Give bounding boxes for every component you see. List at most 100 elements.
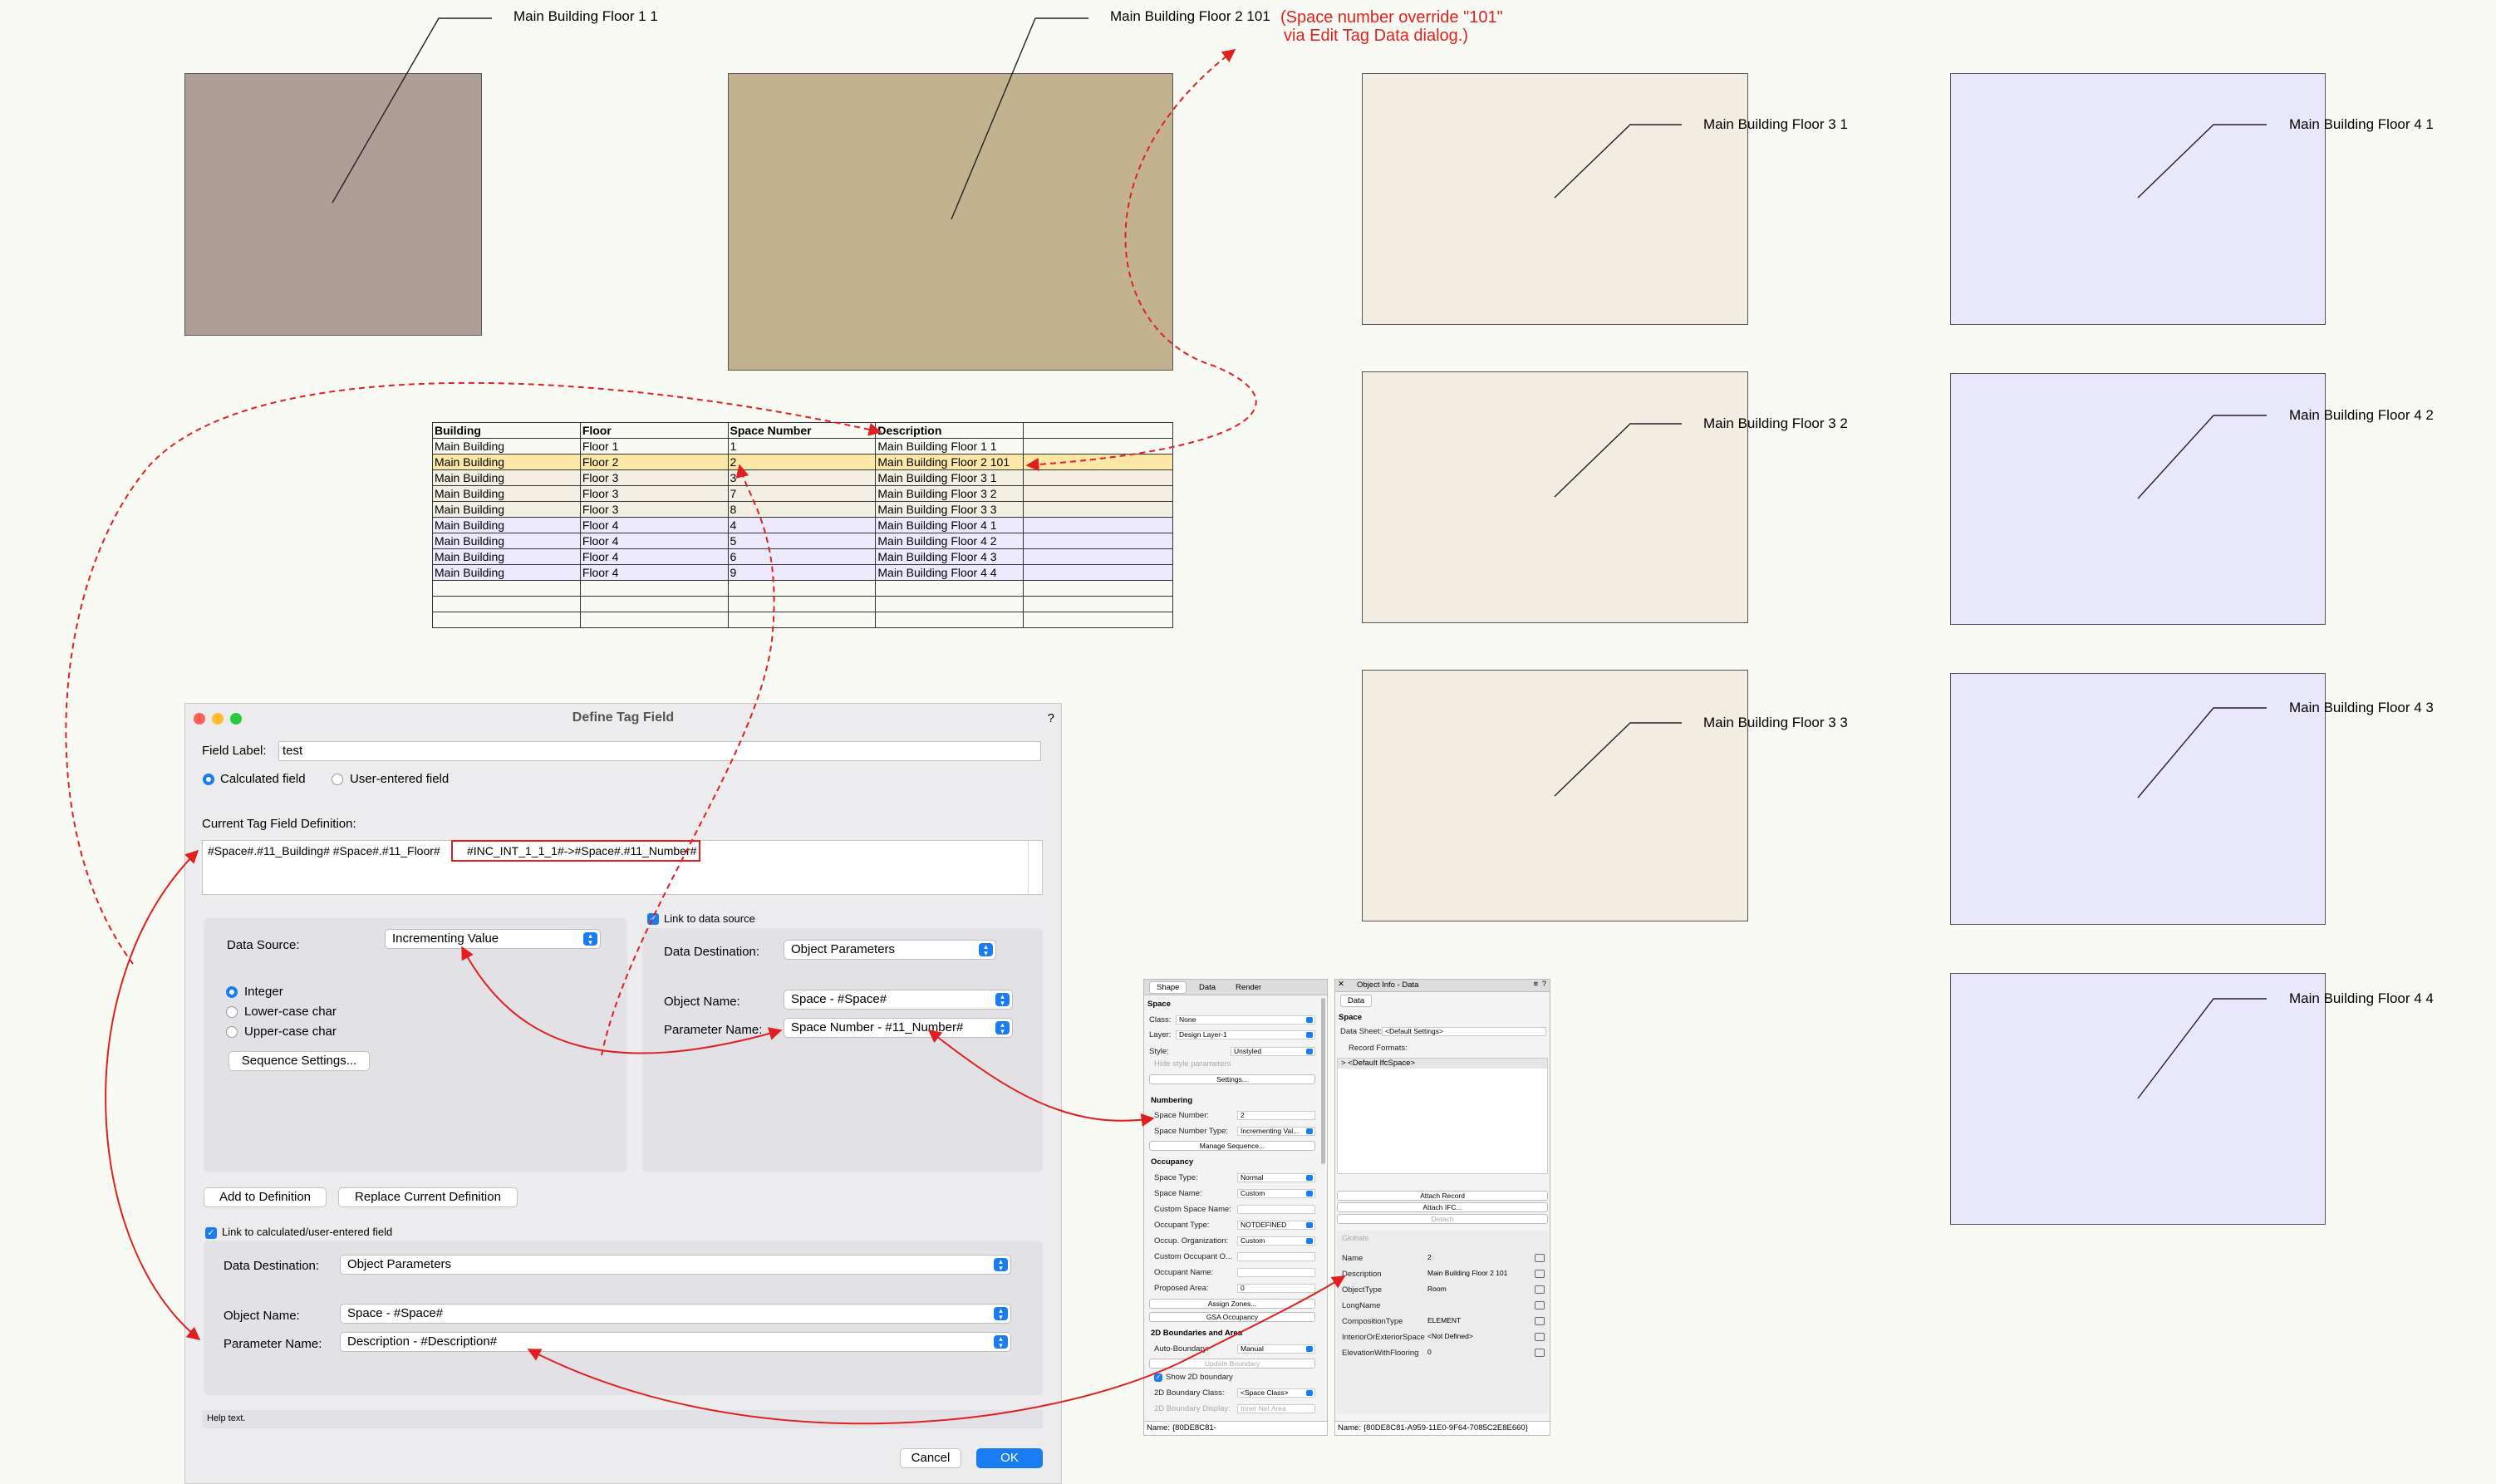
space-name-select[interactable]: Custom bbox=[1237, 1189, 1315, 1198]
tag-label-floor3-1[interactable]: Main Building Floor 3 1 bbox=[1703, 116, 1848, 132]
name-value[interactable]: {80DE8C81- bbox=[1172, 1423, 1216, 1432]
add-to-definition-button[interactable]: Add to Definition bbox=[204, 1187, 327, 1207]
numbering-section[interactable]: Numbering bbox=[1151, 1096, 1193, 1105]
tab-render[interactable]: Render bbox=[1236, 983, 1262, 992]
upper-case-label[interactable]: Upper-case char bbox=[244, 1025, 337, 1039]
table-cell[interactable]: Main Building Floor 4 3 bbox=[875, 548, 1024, 565]
ifc-field-value[interactable]: 2 bbox=[1427, 1254, 1432, 1261]
space-floor3-1[interactable] bbox=[1362, 73, 1748, 325]
boundary-class-select[interactable]: <Space Class> bbox=[1237, 1388, 1315, 1398]
menu-icon[interactable]: ≡ bbox=[1533, 980, 1538, 989]
data-source-select[interactable]: Incrementing Value ▴▾ bbox=[385, 929, 601, 949]
current-definition-field[interactable]: #Space#.#11_Building# #Space#.#11_Floor#… bbox=[202, 840, 1043, 895]
table-cell[interactable]: Main Building Floor 1 1 bbox=[875, 438, 1024, 455]
tag-link-icon[interactable] bbox=[1535, 1317, 1545, 1325]
default-ifc-row[interactable]: > <Default IfcSpace> bbox=[1338, 1059, 1547, 1069]
tag-link-icon[interactable] bbox=[1535, 1333, 1545, 1341]
space-number-field[interactable]: 2 bbox=[1237, 1111, 1315, 1120]
table-row[interactable] bbox=[432, 612, 1173, 628]
integer-label[interactable]: Integer bbox=[244, 985, 283, 999]
ifc-field-value[interactable]: ELEMENT bbox=[1427, 1317, 1462, 1324]
name-value[interactable]: {80DE8C81-A959-11E0-9F64-7085C2E8E660} bbox=[1363, 1423, 1528, 1432]
detach-button[interactable]: Detach bbox=[1337, 1214, 1548, 1224]
custom-space-name-field[interactable] bbox=[1237, 1205, 1315, 1214]
table-cell[interactable] bbox=[1023, 612, 1173, 628]
data-destination2-select[interactable]: Object Parameters ▴▾ bbox=[340, 1255, 1011, 1275]
table-cell[interactable]: Main Building Floor 2 101 bbox=[875, 454, 1024, 470]
space-type-select[interactable]: Normal bbox=[1237, 1173, 1315, 1182]
worksheet-table[interactable]: Building Floor Space Number Description … bbox=[432, 422, 1173, 628]
tag-label-floor2-101[interactable]: Main Building Floor 2 101 bbox=[1110, 8, 1270, 24]
table-cell[interactable]: Floor 4 bbox=[579, 517, 729, 533]
class-select[interactable]: None bbox=[1176, 1015, 1315, 1025]
tag-link-icon[interactable] bbox=[1535, 1349, 1545, 1357]
manage-sequence-button[interactable]: Manage Sequence... bbox=[1149, 1141, 1315, 1151]
space-floor4-3[interactable] bbox=[1950, 673, 2326, 925]
table-row[interactable] bbox=[432, 580, 1173, 597]
table-cell[interactable] bbox=[432, 612, 581, 628]
occupancy-section[interactable]: Occupancy bbox=[1151, 1157, 1194, 1167]
tag-label-floor4-3[interactable]: Main Building Floor 4 3 bbox=[2289, 700, 2434, 715]
calculated-field-radio[interactable] bbox=[203, 774, 214, 785]
sequence-settings-button[interactable]: Sequence Settings... bbox=[228, 1051, 370, 1071]
data-tab[interactable]: Data bbox=[1340, 995, 1373, 1007]
upper-case-radio[interactable] bbox=[226, 1026, 238, 1038]
help-icon[interactable]: ? bbox=[1047, 711, 1054, 725]
custom-occupant-field[interactable] bbox=[1237, 1252, 1315, 1261]
ifc-field-value[interactable]: 0 bbox=[1427, 1349, 1432, 1356]
user-entered-field-radio[interactable] bbox=[332, 774, 343, 785]
table-cell[interactable] bbox=[875, 612, 1024, 628]
space-floor3-2[interactable] bbox=[1362, 371, 1748, 623]
tag-link-icon[interactable] bbox=[1535, 1285, 1545, 1294]
field-label-input[interactable]: test bbox=[278, 741, 1041, 761]
tag-label-floor4-2[interactable]: Main Building Floor 4 2 bbox=[2289, 407, 2434, 423]
zoom-window-icon[interactable] bbox=[230, 713, 242, 725]
space-floor1-1[interactable] bbox=[184, 73, 482, 336]
space-number-type-select[interactable]: Incrementing Val... bbox=[1237, 1127, 1315, 1136]
link-calculated-label[interactable]: Link to calculated/user-entered field bbox=[222, 1226, 393, 1238]
close-icon[interactable]: ✕ bbox=[1338, 980, 1344, 989]
ifc-field-value[interactable]: <Not Defined> bbox=[1427, 1333, 1473, 1340]
link-calculated-checkbox[interactable]: ✓ bbox=[205, 1227, 217, 1239]
object-name-select[interactable]: Space - #Space# ▴▾ bbox=[784, 990, 1013, 1010]
tab-shape[interactable]: Shape bbox=[1149, 981, 1187, 994]
help-icon[interactable]: ? bbox=[1541, 980, 1546, 989]
occupant-type-select[interactable]: NOTDEFINED bbox=[1237, 1221, 1315, 1230]
table-cell[interactable]: Main Building bbox=[432, 548, 581, 565]
user-entered-field-label[interactable]: User-entered field bbox=[350, 772, 450, 786]
table-cell[interactable]: Main Building bbox=[432, 438, 581, 455]
ok-button[interactable]: OK bbox=[976, 1448, 1043, 1468]
tag-label-floor3-3[interactable]: Main Building Floor 3 3 bbox=[1703, 715, 1848, 730]
table-row[interactable] bbox=[432, 596, 1173, 612]
header-space-number[interactable]: Space Number bbox=[727, 422, 877, 439]
show-2d-label[interactable]: Show 2D boundary bbox=[1166, 1373, 1233, 1382]
table-cell[interactable]: Main Building bbox=[432, 454, 581, 470]
attach-record-button[interactable]: Attach Record bbox=[1337, 1191, 1548, 1201]
tag-label-floor3-2[interactable]: Main Building Floor 3 2 bbox=[1703, 415, 1848, 431]
table-cell[interactable]: Main Building bbox=[432, 533, 581, 549]
record-formats-list[interactable]: > <Default IfcSpace> bbox=[1337, 1058, 1548, 1174]
lower-case-label[interactable]: Lower-case char bbox=[244, 1005, 337, 1019]
tag-link-icon[interactable] bbox=[1535, 1270, 1545, 1278]
link-to-data-source-label[interactable]: Link to data source bbox=[664, 912, 755, 925]
replace-definition-button[interactable]: Replace Current Definition bbox=[338, 1187, 518, 1207]
scrollbar[interactable] bbox=[1028, 841, 1042, 894]
show-2d-checkbox[interactable]: ✓ bbox=[1154, 1373, 1162, 1382]
data-destination-select[interactable]: Object Parameters ▴▾ bbox=[784, 940, 996, 960]
occup-org-select[interactable]: Custom bbox=[1237, 1236, 1315, 1246]
tag-label-floor4-1[interactable]: Main Building Floor 4 1 bbox=[2289, 116, 2434, 132]
tag-label-floor1-1[interactable]: Main Building Floor 1 1 bbox=[513, 8, 658, 24]
space-floor4-1[interactable] bbox=[1950, 73, 2326, 325]
close-window-icon[interactable] bbox=[194, 713, 205, 725]
table-cell[interactable]: Main Building bbox=[432, 469, 581, 486]
tag-link-icon[interactable] bbox=[1535, 1301, 1545, 1310]
ifc-field-value[interactable]: Main Building Floor 2 101 bbox=[1427, 1270, 1508, 1277]
hide-style-label[interactable]: Hide style parameters bbox=[1154, 1059, 1231, 1069]
tab-data[interactable]: Data bbox=[1199, 983, 1216, 992]
table-cell[interactable]: Main Building Floor 3 1 bbox=[875, 469, 1024, 486]
